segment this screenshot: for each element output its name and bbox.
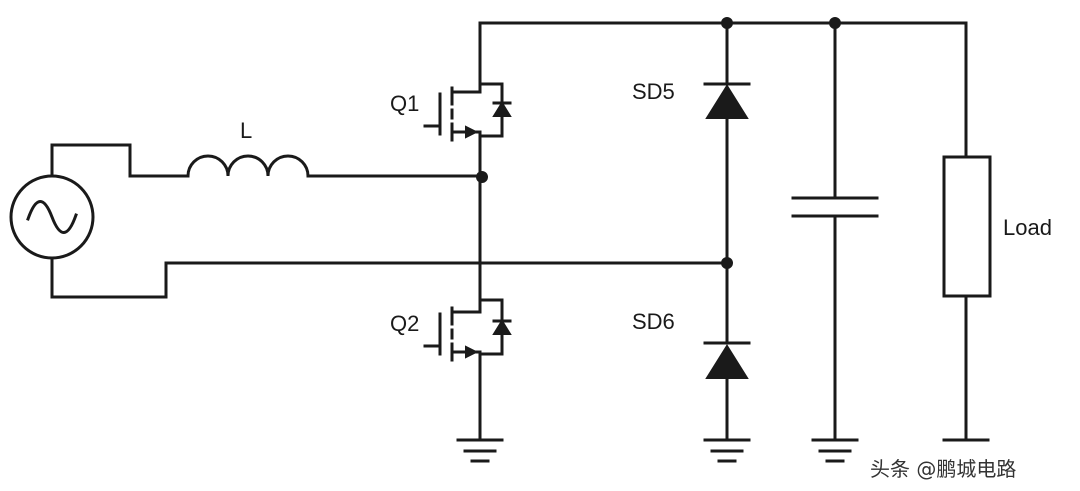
mosfet-q2: Q2 (390, 298, 512, 442)
ground-diode (703, 438, 751, 463)
ac-source (9, 143, 729, 299)
sd5-label: SD5 (632, 79, 675, 104)
load-resistor: Load (942, 21, 1052, 442)
inductor-l: L (186, 118, 486, 178)
sd6-label: SD6 (632, 309, 675, 334)
capacitor (791, 17, 879, 463)
junction-diode-mid (721, 257, 733, 269)
inductor-label: L (240, 118, 252, 143)
watermark-text: 头条 @鹏城电路 (870, 457, 1016, 481)
diode-sd5 (705, 84, 749, 119)
diode-column: SD5 SD6 (632, 17, 751, 442)
q2-label: Q2 (390, 311, 419, 336)
ground-q2 (456, 438, 504, 463)
diode-sd6 (705, 344, 749, 379)
q1-label: Q1 (390, 91, 419, 116)
load-label: Load (1003, 215, 1052, 240)
mosfet-q1: Q1 (390, 21, 512, 180)
